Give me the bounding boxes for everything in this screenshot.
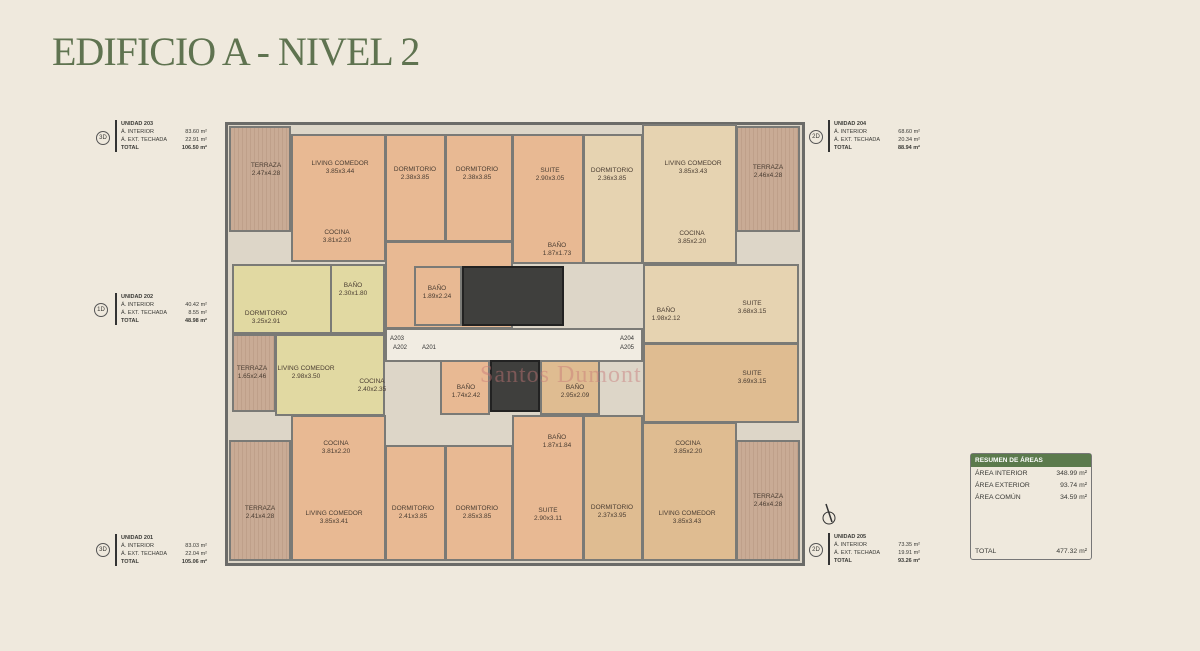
stair-core — [462, 266, 564, 326]
bano-hall-right — [540, 360, 600, 415]
unit-type-badge: 3D — [96, 543, 110, 557]
access-code: A203 — [390, 336, 405, 342]
unit-201-dorm-2 — [445, 445, 513, 561]
unit-203-living — [291, 134, 386, 262]
unit-204-dorm — [583, 134, 643, 264]
unit-205-suite — [643, 343, 799, 423]
access-code: A201 — [422, 345, 437, 351]
unit-type-badge: 3D — [96, 131, 110, 145]
access-code: A202 — [393, 345, 408, 351]
unit-203-dorm-1 — [385, 134, 446, 242]
north-arrow-icon — [822, 503, 836, 525]
terraza-205 — [736, 440, 800, 561]
unit-type-badge: 2D — [809, 543, 823, 557]
elevator-core — [490, 360, 540, 412]
page-title: EDIFICIO A - NIVEL 2 — [52, 29, 420, 74]
terraza-204 — [736, 126, 800, 232]
unit-201-kitchen-living — [291, 415, 386, 561]
terraza-203 — [229, 126, 291, 232]
unit-type-badge: 2D — [809, 130, 823, 144]
watermark-logo: Santos Dumont — [480, 362, 642, 388]
unit-type-badge: 1D — [94, 303, 108, 317]
unit-203-dorm-2 — [445, 134, 513, 242]
unit-204-suite — [643, 264, 799, 344]
unit-201-dorm-1 — [385, 445, 446, 561]
unit-202-bano — [330, 264, 385, 334]
access-code: A204 — [620, 336, 635, 342]
access-code: A205 — [620, 345, 635, 351]
unit-205-kitchen-living — [642, 422, 737, 561]
unit-205-dorm — [583, 415, 643, 561]
bano-203 — [414, 266, 462, 326]
terraza-201 — [229, 440, 291, 561]
unit-202-living — [275, 334, 385, 416]
bano-hall-left — [440, 360, 490, 415]
